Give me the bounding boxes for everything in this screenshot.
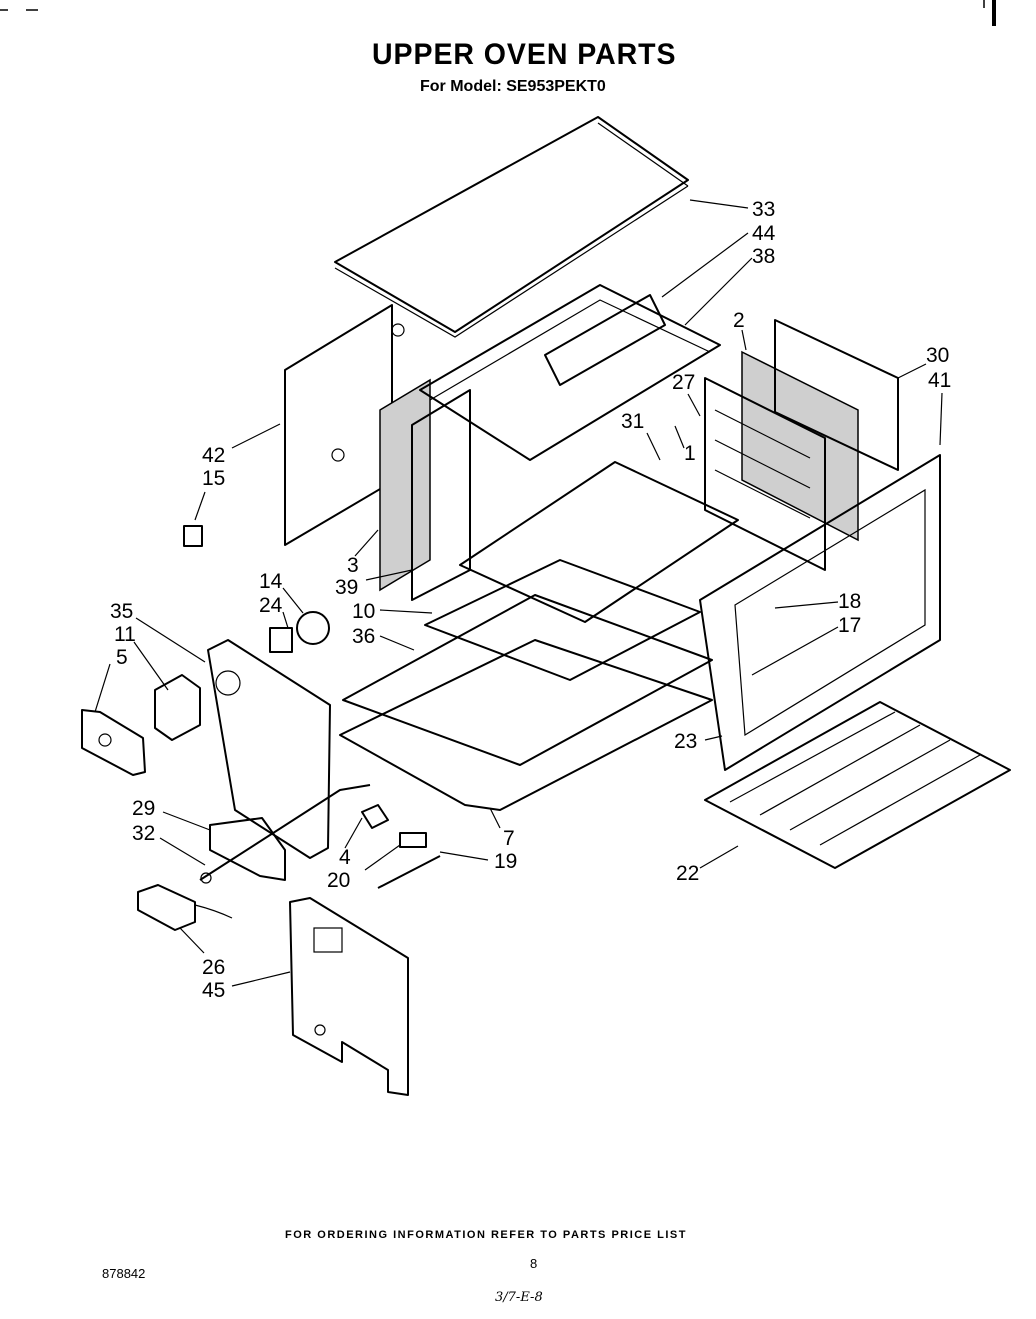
callout-7: 7 xyxy=(503,827,515,850)
part-19-sensor xyxy=(377,855,441,889)
part-38-baffle xyxy=(544,294,666,386)
part-11-blower-motor xyxy=(154,674,201,741)
part-15-clip xyxy=(183,525,203,547)
part-41-front-frame xyxy=(699,454,941,771)
callout-15: 15 xyxy=(202,467,225,490)
part-7-bottom-rail xyxy=(339,639,713,811)
part-31-broil-element xyxy=(459,461,739,623)
callout-24: 24 xyxy=(259,594,283,617)
part-10-bake-element xyxy=(424,559,701,681)
callout-3: 3 xyxy=(347,554,359,577)
callout-29: 29 xyxy=(132,797,155,820)
callout-44: 44 xyxy=(752,222,776,245)
part-4-spacer xyxy=(361,804,389,829)
model-subtitle: For Model: SE953PEKT0 xyxy=(420,78,606,95)
leader-lines xyxy=(94,199,943,987)
part-30-back-panel xyxy=(774,319,899,471)
callout-39: 39 xyxy=(335,576,358,599)
callout-36: 36 xyxy=(352,625,375,648)
ordering-info-note: FOR ORDERING INFORMATION REFER TO PARTS … xyxy=(285,1229,687,1241)
part-33-top-panel xyxy=(334,116,689,338)
part-5-motor-cover xyxy=(81,709,146,776)
page-number: 8 xyxy=(530,1256,538,1271)
part-27-rack-support xyxy=(704,377,826,571)
callout-22: 22 xyxy=(676,862,699,885)
part-2-rear-insulation xyxy=(741,350,859,542)
callout-2: 2 xyxy=(733,309,745,332)
callout-1: 1 xyxy=(684,442,696,465)
callout-31: 31 xyxy=(621,410,644,433)
callout-35: 35 xyxy=(110,600,133,623)
callout-labels: 33 44 38 2 30 41 27 31 1 42 15 3 39 14 2… xyxy=(110,198,951,1002)
callout-14: 14 xyxy=(259,570,283,593)
part-24-light-socket xyxy=(269,627,293,653)
callout-30: 30 xyxy=(926,344,949,367)
corner-marks xyxy=(0,0,996,26)
callout-4: 4 xyxy=(339,846,351,869)
callout-18: 18 xyxy=(838,590,861,613)
callout-5: 5 xyxy=(116,646,128,669)
part-36-oven-bottom xyxy=(342,594,713,766)
callout-45: 45 xyxy=(202,979,225,1002)
part-26-valve xyxy=(137,884,233,931)
callout-42: 42 xyxy=(202,444,225,467)
callout-11: 11 xyxy=(114,623,136,646)
part-45-access-cover xyxy=(289,897,409,1096)
part-44-oven-top xyxy=(419,284,721,461)
part-35-side-bracket xyxy=(207,639,331,859)
document-number: 878842 xyxy=(102,1266,146,1281)
callout-20: 20 xyxy=(327,869,350,892)
callout-26: 26 xyxy=(202,956,225,979)
part-29-mounting-bracket xyxy=(209,817,286,881)
callout-23: 23 xyxy=(674,730,697,753)
callout-32: 32 xyxy=(132,822,155,845)
callout-10: 10 xyxy=(352,600,375,623)
part-14-light-bulb xyxy=(296,611,330,645)
part-32-burner-tube xyxy=(199,784,371,884)
part-3-insulation xyxy=(379,378,431,592)
callout-41: 41 xyxy=(928,369,951,392)
part-22-oven-rack xyxy=(704,701,1011,869)
callout-19: 19 xyxy=(494,850,517,873)
callout-17: 17 xyxy=(838,614,861,637)
page-title: UPPER OVEN PARTS xyxy=(372,38,677,71)
callout-27: 27 xyxy=(672,371,695,394)
callout-33: 33 xyxy=(752,198,775,221)
callout-38: 38 xyxy=(752,245,775,268)
handwritten-note: 3/7-E-8 xyxy=(495,1290,543,1305)
part-20-terminal-block xyxy=(399,832,427,848)
